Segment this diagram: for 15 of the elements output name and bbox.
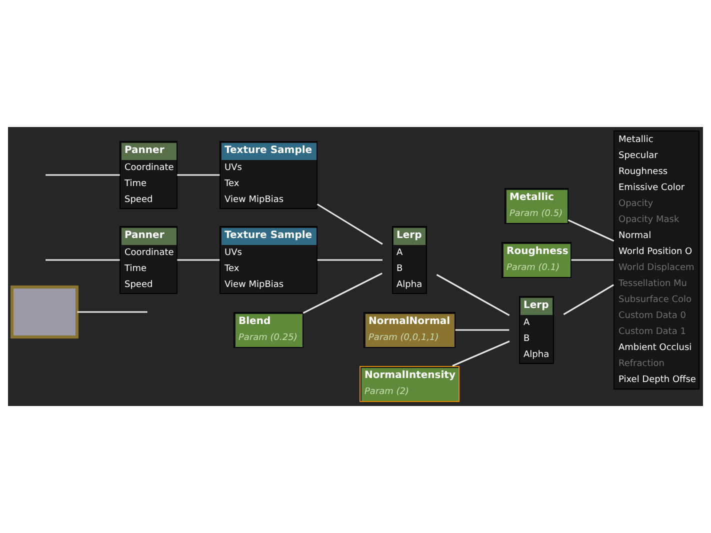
node-box bbox=[10, 286, 78, 338]
connector bbox=[452, 340, 510, 367]
connector bbox=[317, 259, 382, 261]
connector bbox=[563, 284, 614, 316]
connector bbox=[568, 219, 614, 242]
connector bbox=[77, 311, 148, 313]
connector bbox=[177, 174, 220, 176]
connector bbox=[46, 259, 120, 261]
connector bbox=[177, 259, 220, 261]
connector bbox=[316, 204, 383, 245]
connector bbox=[302, 272, 382, 314]
connector bbox=[46, 174, 120, 176]
connector bbox=[436, 274, 510, 316]
connector bbox=[455, 329, 510, 331]
connector bbox=[571, 259, 614, 261]
